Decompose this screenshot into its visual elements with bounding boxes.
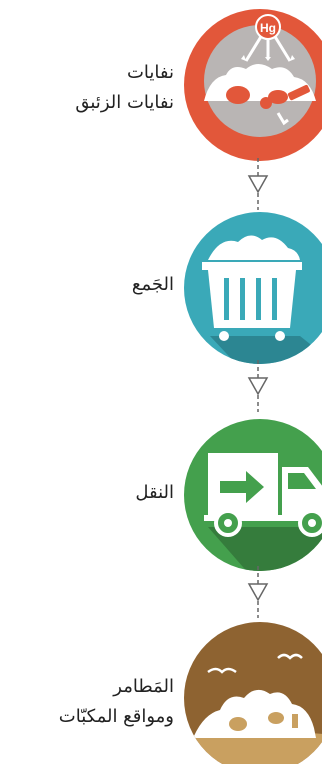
stage-label-line: ومواقع المكبّات xyxy=(58,706,174,727)
triangle-down-icon xyxy=(247,377,269,396)
stage-label-line: المَطامر xyxy=(113,676,174,697)
stage-label-collection: الجَمع xyxy=(132,270,174,300)
mercury-badge: Hg xyxy=(260,21,276,35)
stage-circle-waste: Hg xyxy=(180,5,322,165)
landfill-icon xyxy=(184,622,322,764)
stage-circle-collection xyxy=(180,208,322,368)
stage-label-landfill: المَطامر ومواقع المكبّات xyxy=(59,672,174,732)
stage-label-line: الجَمع xyxy=(131,274,174,295)
stage-label-waste: نفايات نفايات الزئبق xyxy=(75,58,174,118)
triangle-down-icon xyxy=(247,175,269,194)
triangle-down-icon xyxy=(247,583,269,602)
flow-connector xyxy=(245,566,271,618)
stage-label-line: نفايات xyxy=(126,62,174,83)
stage-circle-landfill xyxy=(180,618,322,764)
dumpster-icon xyxy=(184,212,322,364)
stage-label-line: النقل xyxy=(135,482,174,503)
mercury-waste-icon: Hg xyxy=(184,9,322,161)
stage-label-line: نفايات الزئبق xyxy=(75,92,174,113)
flow-connector xyxy=(245,158,271,210)
flow-connector xyxy=(245,360,271,412)
stage-label-transport: النقل xyxy=(135,478,174,508)
truck-icon xyxy=(184,419,322,571)
stage-circle-transport xyxy=(180,415,322,575)
